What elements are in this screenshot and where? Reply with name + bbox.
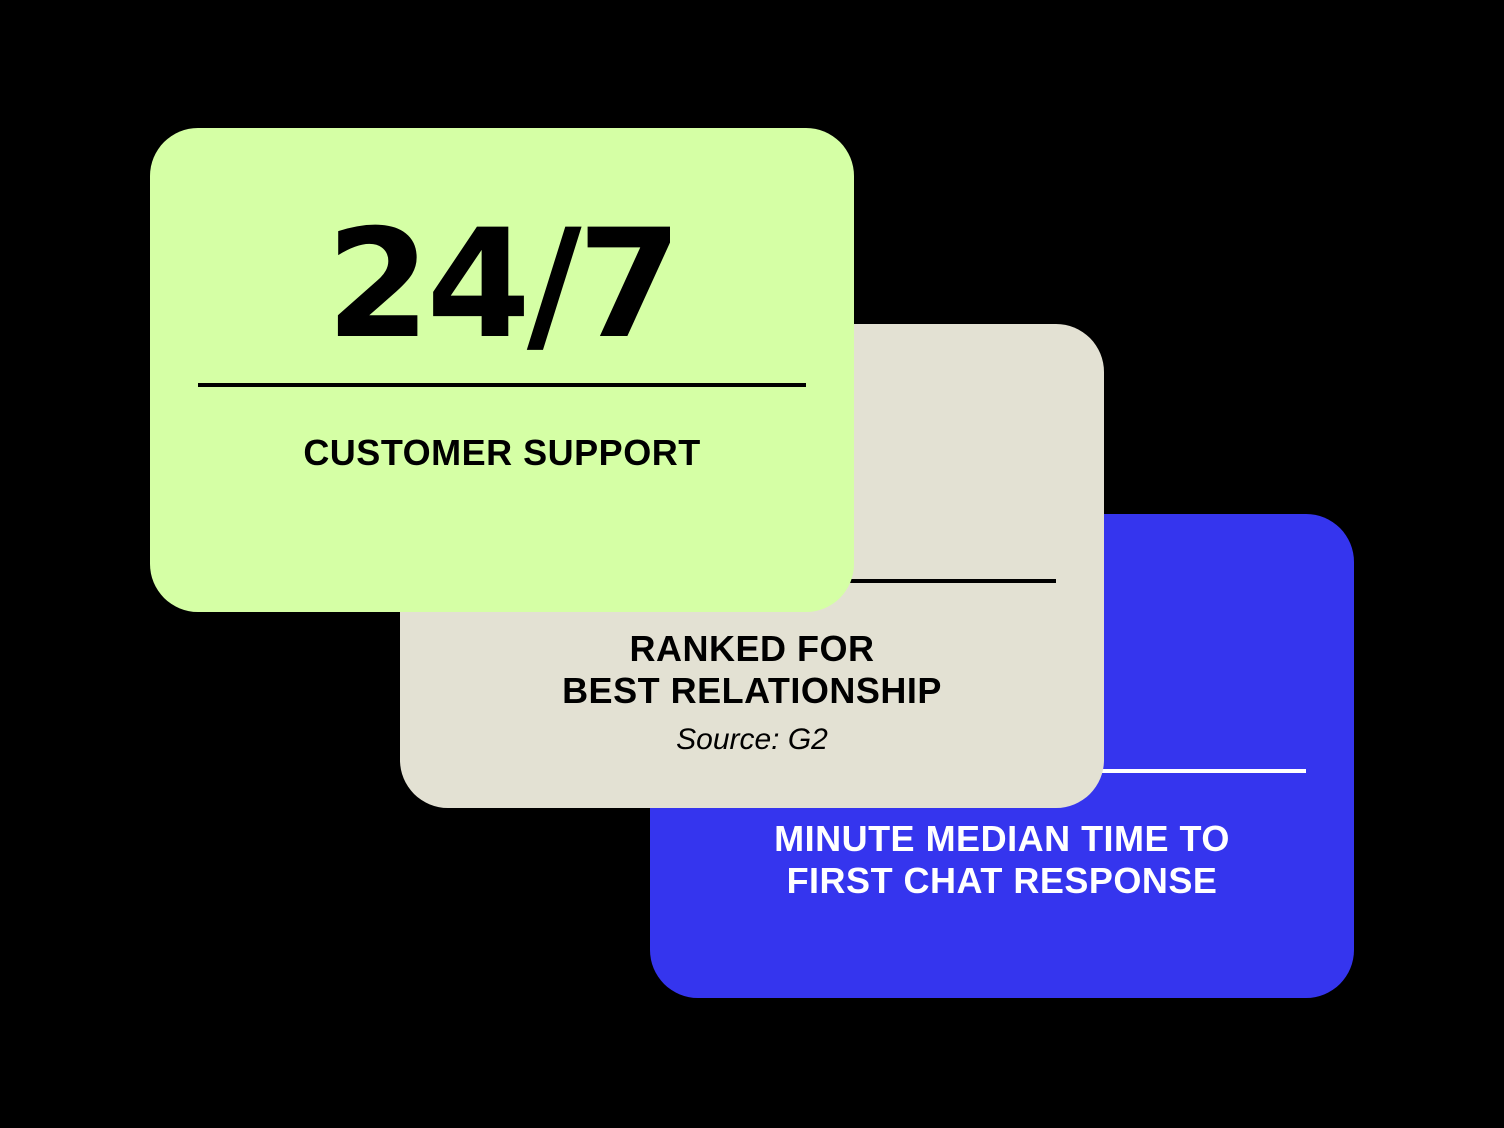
- relationship-label: RANKED FOR BEST RELATIONSHIP: [562, 628, 942, 711]
- support-divider: [198, 383, 806, 387]
- support-number: 24/7: [326, 198, 682, 372]
- chat-response-label: MINUTE MEDIAN TIME TO FIRST CHAT RESPONS…: [774, 818, 1230, 901]
- support-label: CUSTOMER SUPPORT: [303, 432, 701, 473]
- relationship-source: Source: G2: [676, 723, 828, 756]
- support-card: 24/7 CUSTOMER SUPPORT: [150, 128, 854, 612]
